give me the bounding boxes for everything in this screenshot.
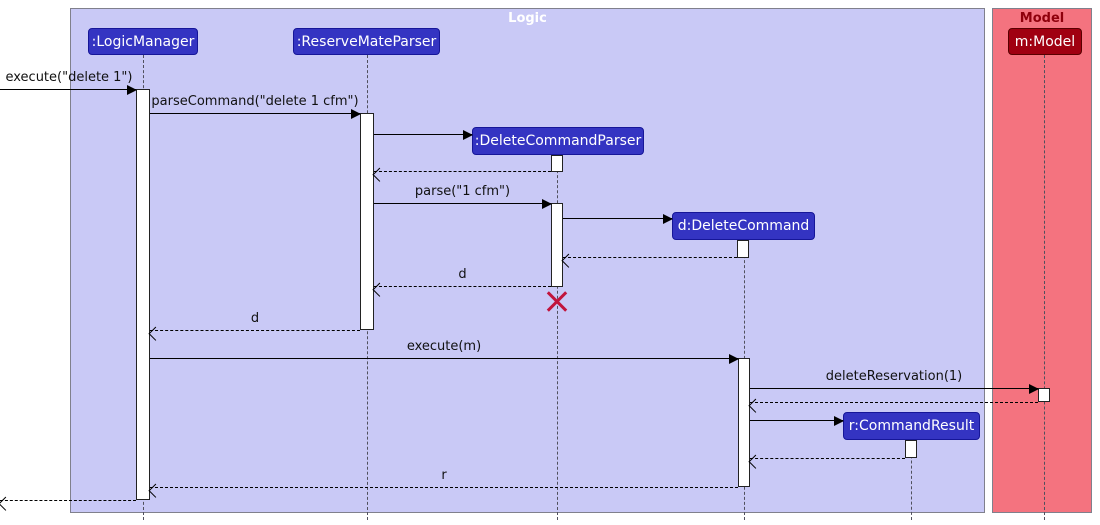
participant-model-label: m:Model — [1014, 33, 1076, 50]
lifeline-command-result — [911, 440, 912, 520]
message-return-r — [148, 483, 738, 498]
lifeline-model — [1044, 55, 1045, 520]
arrowhead-right-icon — [729, 353, 739, 364]
lifeline-delete-command-parser — [557, 155, 558, 520]
activation-delete-command-parser-create — [551, 155, 563, 172]
message-label-parse-command: parseCommand("delete 1 cfm") — [151, 94, 359, 109]
message-return-d-to-parser — [372, 282, 551, 297]
participant-command-result: r:CommandResult — [843, 412, 980, 440]
arrowhead-right-icon — [834, 415, 844, 426]
activation-delete-command-parser-parse — [551, 203, 563, 287]
activation-logic-manager — [136, 89, 150, 500]
participant-logic-manager: :LogicManager — [88, 28, 198, 55]
message-parse-command — [150, 108, 361, 119]
participant-delete-command-label: d:DeleteCommand — [677, 218, 810, 234]
message-return-from-model — [748, 398, 1038, 413]
message-execute-delete — [0, 84, 137, 95]
message-delete-reservation — [750, 383, 1039, 394]
message-label-parse: parse("1 cfm") — [414, 184, 511, 199]
activation-command-result-create — [905, 440, 917, 458]
logic-frame: Logic — [70, 8, 985, 513]
message-label-return-d-to-logic: d — [250, 311, 260, 326]
message-create-command-result — [750, 415, 844, 426]
message-label-return-d-to-parser: d — [458, 267, 467, 282]
message-label-delete-reservation: deleteReservation(1) — [825, 369, 963, 384]
message-label-execute-m: execute(m) — [406, 339, 482, 354]
participant-reserve-mate-parser-label: :ReserveMateParser — [296, 33, 437, 50]
arrowhead-right-icon — [542, 198, 552, 209]
activation-reserve-mate-parser — [360, 113, 374, 330]
arrowhead-right-icon — [463, 129, 473, 140]
activation-delete-command-create — [737, 240, 749, 258]
participant-delete-command-parser: :DeleteCommandParser — [472, 127, 644, 155]
participant-delete-command-parser-label: :DeleteCommandParser — [474, 133, 642, 149]
message-label-return-r: r — [441, 468, 447, 483]
model-frame-title: Model — [1019, 11, 1065, 26]
logic-frame-title: Logic — [508, 11, 547, 26]
message-return-d-to-logic — [148, 326, 360, 341]
arrowhead-right-icon — [663, 213, 673, 224]
arrowhead-right-icon — [1029, 383, 1039, 394]
activation-delete-command-execute — [738, 358, 750, 487]
destroy-x-icon — [545, 289, 569, 313]
activation-model — [1038, 388, 1050, 402]
participant-delete-command: d:DeleteCommand — [672, 212, 815, 240]
message-return-create-parser — [372, 167, 551, 182]
message-return-create-result — [748, 454, 905, 469]
participant-reserve-mate-parser: :ReserveMateParser — [293, 28, 440, 55]
participant-command-result-label: r:CommandResult — [848, 418, 975, 434]
message-parse — [374, 198, 552, 209]
message-create-delete-command-parser — [374, 129, 473, 140]
message-execute-m — [150, 353, 739, 364]
message-return-create-command — [561, 253, 737, 268]
arrowhead-right-icon — [351, 108, 361, 119]
arrowhead-right-icon — [127, 84, 137, 95]
message-final-return — [0, 496, 136, 511]
participant-model: m:Model — [1008, 28, 1082, 55]
model-frame: Model — [992, 8, 1092, 513]
arrowhead-left-icon — [0, 496, 13, 511]
participant-logic-manager-label: :LogicManager — [91, 33, 195, 50]
message-create-delete-command — [563, 213, 673, 224]
message-label-execute-delete: execute("delete 1") — [5, 70, 133, 85]
